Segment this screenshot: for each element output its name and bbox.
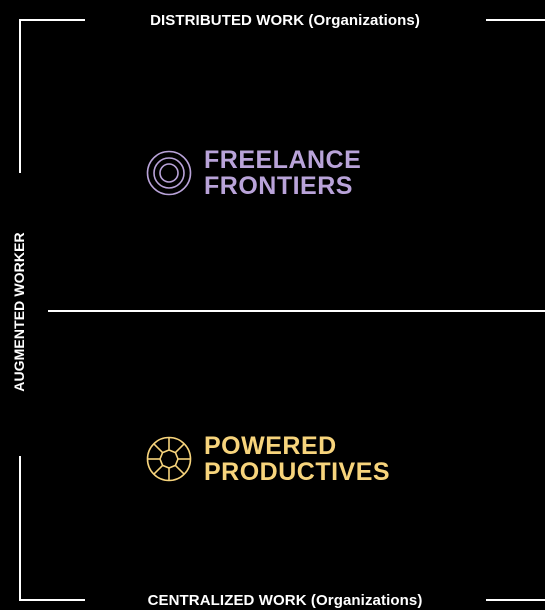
frame-top-right-line xyxy=(486,19,545,21)
concentric-circles-icon xyxy=(146,150,192,196)
center-divider-line xyxy=(48,310,545,312)
segmented-wheel-icon xyxy=(146,436,192,482)
left-axis-label: AUGMENTED WORKER xyxy=(11,232,27,392)
segment-title-line-2: FRONTIERS xyxy=(204,172,353,200)
segment-title-freelance-frontiers: FREELANCE FRONTIERS xyxy=(204,147,361,199)
segment-powered-productives: POWERED PRODUCTIVES xyxy=(146,433,390,485)
segment-freelance-frontiers: FREELANCE FRONTIERS xyxy=(146,147,361,199)
segment-title-powered-productives: POWERED PRODUCTIVES xyxy=(204,433,390,485)
bottom-axis-label: CENTRALIZED WORK (Organizations) xyxy=(147,592,423,609)
top-axis-label: DISTRIBUTED WORK (Organizations) xyxy=(150,12,420,29)
segment-title-line-1: FREELANCE xyxy=(204,146,362,174)
frame-left-lower-line xyxy=(19,456,21,601)
frame-left-upper-line xyxy=(19,19,21,173)
frame-bottom-right-line xyxy=(486,599,545,601)
frame-top-left-line xyxy=(19,19,85,21)
frame-bottom-left-line xyxy=(19,599,85,601)
segment-title-line-2: PRODUCTIVES xyxy=(204,458,391,486)
segment-title-line-1: POWERED xyxy=(204,432,337,460)
